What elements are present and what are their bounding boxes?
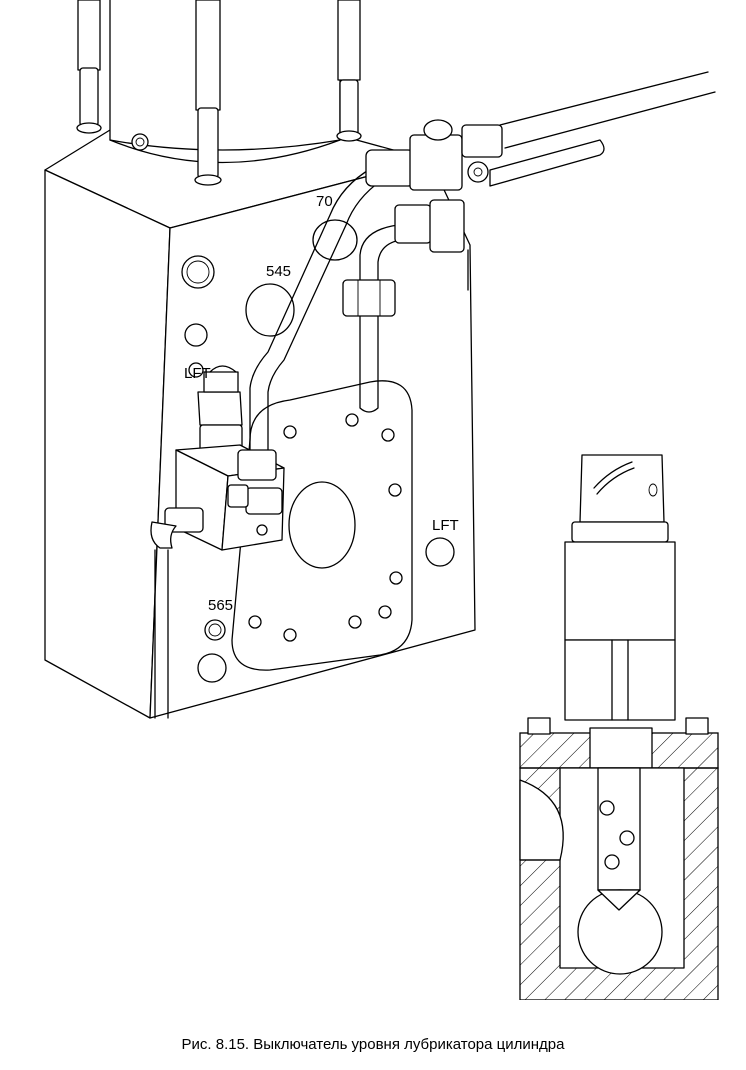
mounting-plate: [231, 380, 413, 671]
port-holes: [181, 219, 455, 683]
technical-drawing: 70 545 LFT LFT 565: [44, 0, 719, 1000]
piping: [249, 167, 416, 453]
label-port-545: 545: [266, 263, 291, 280]
label-lft-left: LFT: [184, 365, 211, 382]
valve-assembly: [365, 71, 716, 291]
switch-detail-head: [564, 454, 676, 721]
distribution-block: [175, 444, 285, 551]
label-top-port: 70: [316, 193, 333, 210]
vertical-tubes: [76, 0, 362, 186]
cylinder-tank: [109, 0, 341, 164]
label-port-565: 565: [208, 597, 233, 614]
figure-caption: Рис. 8.15. Выключатель уровня лубрикатор…: [181, 1036, 565, 1053]
label-lft-right: LFT: [432, 517, 459, 534]
switch-detail-section: [519, 717, 719, 1000]
elbow-fitting: [150, 507, 204, 719]
